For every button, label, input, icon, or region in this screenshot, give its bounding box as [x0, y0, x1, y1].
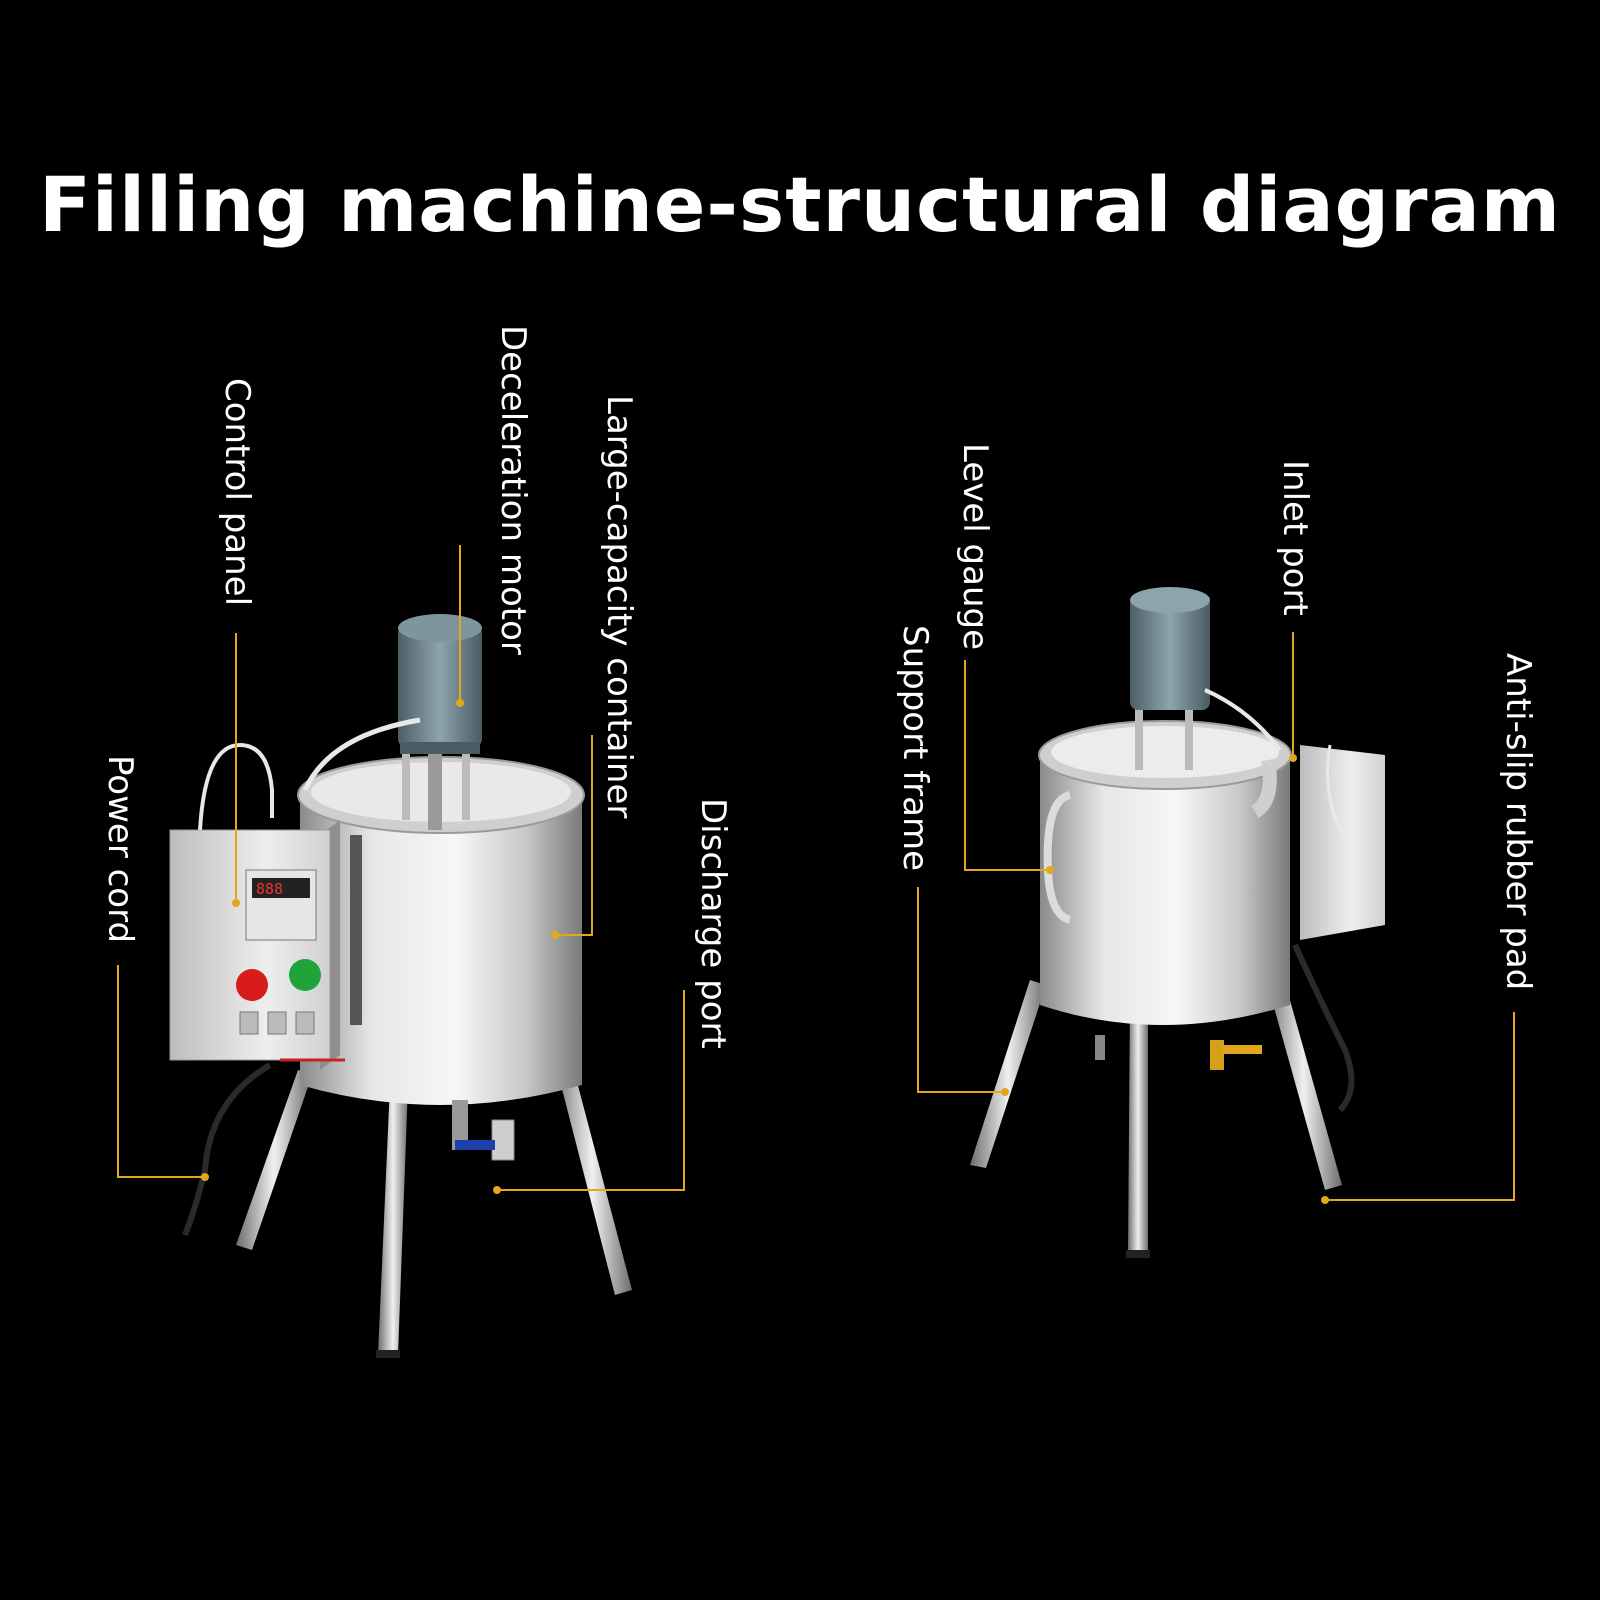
label-control-panel: Control panel — [217, 378, 257, 607]
deceleration-motor-body — [1130, 596, 1210, 710]
green-button-icon — [289, 959, 321, 991]
label-support-frame: Support frame — [895, 625, 935, 872]
label-large-capacity-container: Large-capacity container — [599, 395, 639, 819]
leader-anti-slip-rubber-pad — [1325, 1012, 1515, 1201]
leader-power-cord — [117, 965, 205, 1178]
label-deceleration-motor: Deceleration motor — [493, 325, 533, 655]
valve-handle-blue — [455, 1140, 495, 1150]
leg-right — [552, 1048, 632, 1295]
left-machine: 888 — [169, 614, 632, 1358]
tank-body — [1040, 760, 1290, 1025]
leader-large-capacity-container — [555, 735, 593, 936]
label-discharge-port: Discharge port — [693, 798, 733, 1049]
tank-body — [300, 800, 582, 1105]
leader-level-gauge — [964, 660, 1050, 871]
leader-support-frame — [917, 887, 1005, 1093]
right-machine — [970, 587, 1385, 1258]
leg-front — [1128, 1000, 1148, 1255]
power-cord-cable — [182, 1062, 272, 1237]
page-title: Filling machine-structural diagram — [39, 160, 1561, 249]
label-level-gauge: Level gauge — [955, 443, 995, 651]
level-gauge-tube — [350, 835, 362, 1025]
label-anti-slip-rubber-pad: Anti-slip rubber pad — [1498, 653, 1538, 991]
leg-left-front — [378, 1085, 408, 1355]
leader-lines — [117, 545, 1515, 1204]
leg-right — [1265, 972, 1342, 1190]
anti-slip-pad — [376, 1350, 400, 1358]
control-box-back — [1300, 745, 1385, 940]
deceleration-motor-body — [398, 625, 482, 747]
label-power-cord: Power cord — [100, 755, 140, 944]
leg-left — [970, 980, 1046, 1168]
red-button-icon — [236, 969, 268, 1001]
anti-slip-pad — [1126, 1250, 1150, 1258]
leader-discharge-port — [497, 990, 685, 1191]
valve-handle-yellow — [1222, 1045, 1262, 1054]
leg-left-back — [236, 1070, 312, 1250]
discharge-valve — [491, 1119, 515, 1161]
inlet-port — [1250, 758, 1277, 818]
svg-text:888: 888 — [256, 880, 283, 898]
label-inlet-port: Inlet port — [1275, 460, 1315, 616]
